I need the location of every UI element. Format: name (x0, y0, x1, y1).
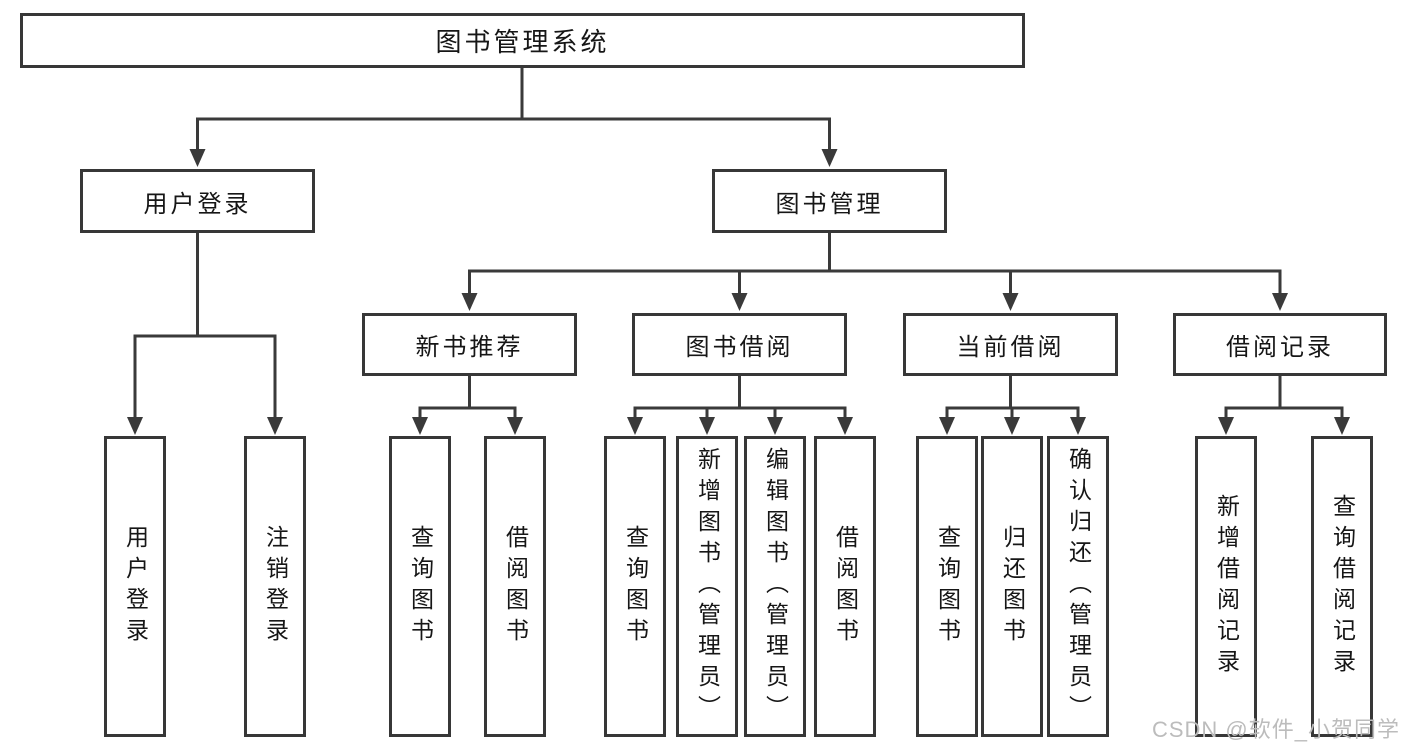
leaf-return-books: 归还图书 (981, 436, 1043, 737)
leaf-label: 查询图书 (622, 524, 649, 649)
node-label: 当前借阅 (956, 334, 1065, 361)
leaf-label: 归还图书 (999, 524, 1026, 649)
leaf-label: 编辑图书（管理员） (762, 447, 789, 726)
node-label: 借阅记录 (1226, 334, 1334, 361)
node-borrowing-records: 借阅记录 (1173, 313, 1387, 376)
node-label: 新书推荐 (415, 334, 524, 361)
leaf-borrow-books: 借阅图书 (484, 436, 546, 737)
leaf-logout: 注销登录 (244, 436, 306, 737)
leaf-label: 新增图书（管理员） (694, 447, 721, 726)
leaf-borrow-books: 借阅图书 (814, 436, 876, 737)
leaf-query-books: 查询图书 (604, 436, 666, 737)
leaf-add-books-admin: 新增图书（管理员） (676, 436, 738, 737)
node-label: 用户登录 (143, 190, 252, 218)
leaf-user-login: 用户登录 (104, 436, 166, 737)
node-label: 图书管理系统 (435, 27, 610, 57)
node-book-borrowing: 图书借阅 (632, 313, 847, 376)
leaf-confirm-return-admin: 确认归还（管理员） (1047, 436, 1109, 737)
leaf-label: 查询图书 (934, 524, 961, 649)
leaf-label: 确认归还（管理员） (1065, 447, 1092, 726)
node-current-borrowing: 当前借阅 (903, 313, 1118, 376)
leaf-label: 用户登录 (122, 524, 149, 649)
node-label: 图书管理 (775, 190, 884, 218)
leaf-query-borrow-record: 查询借阅记录 (1311, 436, 1373, 737)
leaf-label: 注销登录 (262, 524, 289, 649)
node-book-management: 图书管理 (712, 169, 947, 233)
leaf-label: 借阅图书 (832, 524, 859, 649)
leaf-edit-books-admin: 编辑图书（管理员） (744, 436, 806, 737)
node-label: 图书借阅 (685, 334, 794, 361)
node-root-system: 图书管理系统 (20, 13, 1025, 68)
leaf-label: 查询图书 (407, 524, 434, 649)
csdn-watermark: CSDN @软件_小贺同学 (1151, 717, 1400, 742)
leaf-label: 借阅图书 (502, 524, 529, 649)
leaf-label: 新增借阅记录 (1213, 493, 1240, 680)
leaf-query-books: 查询图书 (389, 436, 451, 737)
node-new-book-recommend: 新书推荐 (362, 313, 577, 376)
leaf-add-borrow-record: 新增借阅记录 (1195, 436, 1257, 737)
node-user-login: 用户登录 (80, 169, 315, 233)
leaf-query-books: 查询图书 (916, 436, 978, 737)
leaf-label: 查询借阅记录 (1329, 493, 1356, 680)
